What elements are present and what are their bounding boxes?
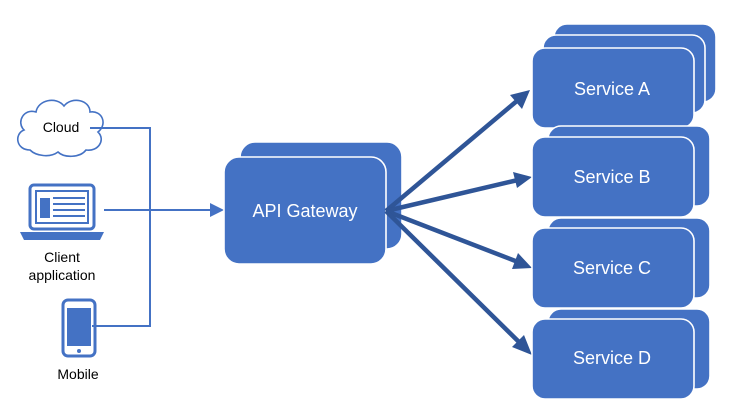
service-b-box: [531, 136, 695, 218]
service-c-label: Service C: [573, 258, 651, 278]
cloud-icon: [17, 99, 104, 158]
api-gateway-label: API Gateway: [252, 201, 357, 221]
service-a: Service A: [531, 23, 717, 129]
arrow-to-service-d: [384, 209, 522, 345]
laptop-icon: [20, 183, 104, 240]
api-gateway: API Gateway: [223, 141, 403, 265]
mobile-client: Mobile: [57, 298, 99, 382]
client-application: Client application: [20, 183, 104, 283]
service-c-box: [531, 227, 695, 309]
gateway-arrowhead: [210, 203, 224, 217]
service-c: Service C: [531, 217, 711, 309]
client-application-label-line1: Client: [44, 249, 80, 265]
client-application-label-line2: application: [29, 267, 96, 283]
mobile-label: Mobile: [57, 366, 98, 382]
client-connectors: [90, 127, 224, 327]
service-b-label: Service B: [573, 167, 650, 187]
service-a-label: Service A: [574, 79, 650, 99]
service-arrows: [384, 90, 532, 355]
cloud-client: Cloud: [17, 99, 104, 158]
service-b: Service B: [531, 125, 711, 218]
mobile-connector: [92, 210, 151, 327]
arrow-to-service-c: [385, 208, 519, 265]
mobile-phone-icon: [61, 298, 97, 358]
arrow-to-service-a: [384, 98, 520, 213]
cloud-label: Cloud: [43, 119, 80, 135]
service-d: Service D: [531, 308, 711, 400]
service-d-box: [531, 318, 695, 400]
cloud-connector: [90, 127, 151, 210]
service-d-label: Service D: [573, 348, 651, 368]
arrow-to-service-b: [385, 177, 519, 214]
